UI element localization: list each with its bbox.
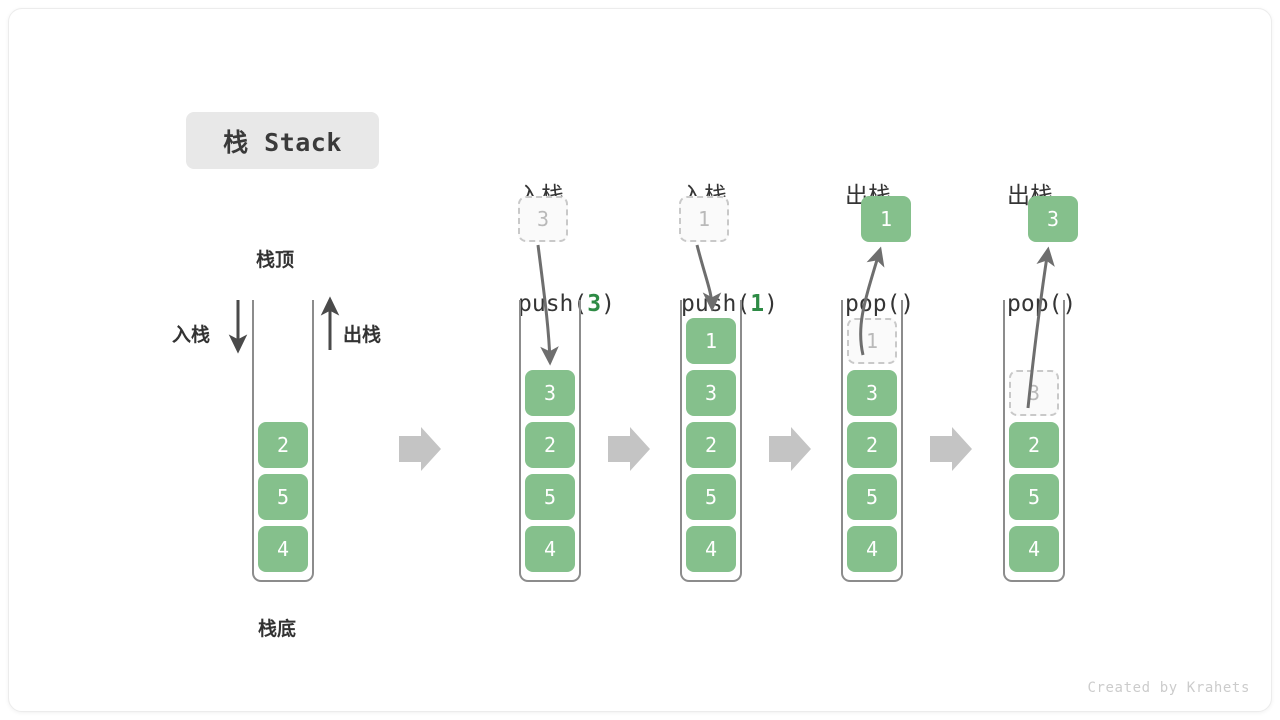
stack-cell: 4 [686, 526, 736, 572]
call-suffix: ) [764, 291, 778, 317]
stack-initial: 2 5 4 [252, 300, 314, 582]
credit-text: Created by Krahets [1087, 680, 1250, 696]
stack-after-pop-3: 3 2 5 4 [1003, 300, 1065, 582]
stack-cell: 2 [686, 422, 736, 468]
stack-cell-ghost: 1 [847, 318, 897, 364]
stack-after-pop-1: 1 3 2 5 4 [841, 300, 903, 582]
stack-cell: 3 [525, 370, 575, 416]
push-side-label: 入栈 [172, 324, 211, 346]
stack-bottom-label: 栈底 [258, 618, 297, 640]
stack-cell: 4 [258, 526, 308, 572]
stack-cell: 4 [1009, 526, 1059, 572]
popped-value-box-3: 3 [1028, 196, 1078, 242]
stack-container-initial [252, 300, 314, 582]
call-suffix: ) [900, 291, 915, 317]
stack-container-after-push-3 [519, 300, 581, 582]
stack-cell: 3 [686, 370, 736, 416]
stack-after-push-3: 3 2 5 4 [519, 300, 581, 582]
stack-cell: 5 [1009, 474, 1059, 520]
stack-cell-ghost: 3 [1009, 370, 1059, 416]
call-suffix: ) [1062, 291, 1077, 317]
call-arg: 1 [750, 291, 765, 317]
stack-top-label: 栈顶 [256, 249, 295, 271]
stack-cell: 4 [525, 526, 575, 572]
stack-container-after-push-1 [680, 300, 742, 582]
stack-cell: 5 [258, 474, 308, 520]
popped-value-box-1: 1 [861, 196, 911, 242]
stack-after-push-1: 1 3 2 5 4 [680, 300, 742, 582]
stack-cell: 2 [847, 422, 897, 468]
stack-cell: 4 [847, 526, 897, 572]
stack-cell: 5 [847, 474, 897, 520]
stack-container-after-pop-3 [1003, 300, 1065, 582]
call-suffix: ) [601, 291, 615, 317]
stack-cell: 1 [686, 318, 736, 364]
pop-side-label: 出栈 [343, 324, 382, 346]
incoming-value-box-push-3: 3 [518, 196, 568, 242]
stack-cell: 5 [525, 474, 575, 520]
stack-cell: 2 [258, 422, 308, 468]
call-arg: 3 [587, 291, 602, 317]
stack-container-after-pop-1 [841, 300, 903, 582]
stack-cell: 3 [847, 370, 897, 416]
stack-cell: 5 [686, 474, 736, 520]
stack-cell: 2 [1009, 422, 1059, 468]
incoming-value-box-push-1: 1 [679, 196, 729, 242]
title-badge: 栈 Stack [186, 112, 379, 169]
stack-cell: 2 [525, 422, 575, 468]
